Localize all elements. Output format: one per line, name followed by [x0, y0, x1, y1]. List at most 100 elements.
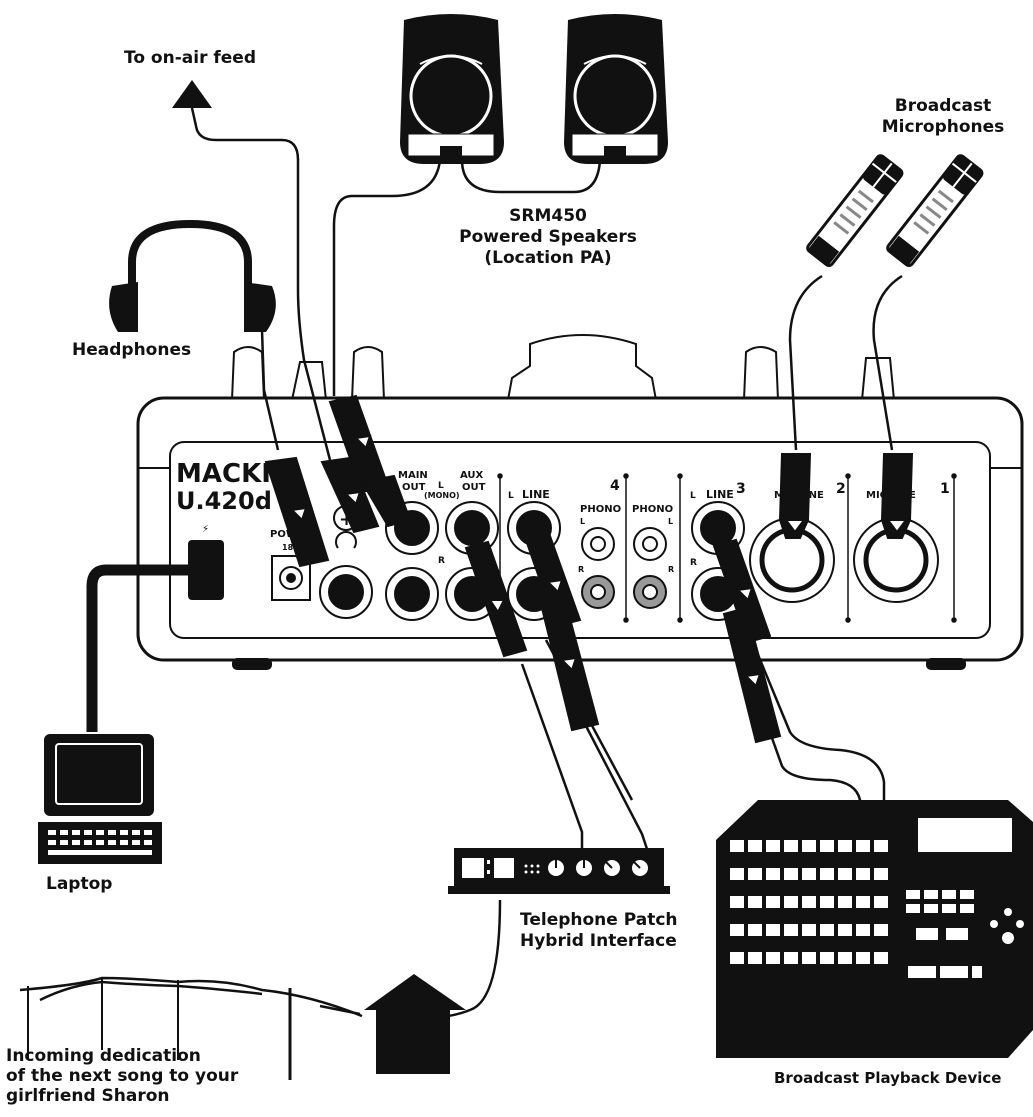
power-jack [271, 555, 311, 601]
line3-r-label: R [690, 558, 697, 568]
playback-key [802, 868, 816, 880]
main-out-label-2: OUT [402, 482, 426, 493]
line3-l-label: L [690, 491, 696, 501]
headphones-label: Headphones [72, 340, 192, 360]
dedication-label: Incoming dedication of the next song to … [6, 1046, 238, 1106]
playback-key [766, 896, 780, 908]
playback-key [802, 840, 816, 852]
ch2-label: 2 [836, 481, 846, 497]
speakers-label-line2: Powered Speakers [459, 227, 637, 247]
playback-key [784, 952, 798, 964]
main-l-label: L [438, 481, 444, 491]
quarter-inch-jacks [319, 501, 745, 621]
usb-port: ⚡ [188, 524, 224, 600]
line-l-label: L [508, 491, 514, 501]
playback-key [748, 952, 762, 964]
speakers-label-line1: SRM450 [509, 206, 587, 226]
playback-key [802, 952, 816, 964]
playback-key [766, 924, 780, 936]
microphones-label-line2: Microphones [881, 117, 1005, 137]
playback-key [766, 868, 780, 880]
playback-key [874, 840, 888, 852]
mono-label: (MONO) [424, 491, 460, 500]
playback-key [874, 924, 888, 936]
playback-key [766, 840, 780, 852]
playback-key [874, 896, 888, 908]
xlr-combo-jacks [749, 517, 939, 603]
playback-key [802, 924, 816, 936]
playback-key [766, 952, 780, 964]
line-label-left: LINE [522, 488, 550, 501]
on-air-arrow-icon [172, 80, 212, 108]
house-icon [364, 974, 466, 1074]
phono-l-2: L [668, 517, 673, 526]
playback-label: Broadcast Playback Device [774, 1069, 1002, 1087]
headphones-icon [109, 219, 276, 332]
playback-key [856, 868, 870, 880]
playback-key [820, 924, 834, 936]
microphone-1 [806, 154, 904, 268]
playback-key [856, 896, 870, 908]
playback-key [748, 840, 762, 852]
dedication-label-line2: of the next song to your [6, 1066, 239, 1086]
phono-label-1: PHONO [580, 504, 621, 515]
playback-key [820, 840, 834, 852]
ch1-label: 1 [940, 481, 950, 497]
playback-key [838, 896, 852, 908]
playback-key [856, 924, 870, 936]
phono-l-1: L [580, 517, 585, 526]
ch3-label: 3 [736, 481, 746, 497]
playback-key [748, 868, 762, 880]
cables [19, 107, 903, 1019]
dedication-label-line1: Incoming dedication [6, 1046, 201, 1066]
phono-r-1: R [578, 565, 584, 574]
playback-key [730, 896, 744, 908]
playback-key [784, 868, 798, 880]
microphone-2 [886, 154, 984, 268]
playback-key [730, 868, 744, 880]
on-air-label: To on-air feed [124, 48, 256, 68]
playback-key [838, 840, 852, 852]
playback-key [784, 840, 798, 852]
main-out-label: MAIN [398, 470, 428, 481]
playback-key [784, 924, 798, 936]
mixer-top-knobs [230, 334, 896, 401]
speakers-label: SRM450 Powered Speakers (Location PA) [448, 206, 648, 269]
line-label-right: LINE [706, 488, 734, 501]
hybrid-label-line2: Hybrid Interface [520, 931, 677, 951]
hybrid-label-line1: Telephone Patch [520, 910, 678, 930]
aux-out-label-2: OUT [462, 482, 486, 493]
playback-device [716, 800, 1033, 1058]
playback-key [856, 840, 870, 852]
playback-key [730, 952, 744, 964]
rca-phono-jacks [581, 527, 667, 609]
playback-key [730, 924, 744, 936]
svg-text:⚡: ⚡ [202, 524, 209, 535]
microphones-label-line1: Broadcast [894, 96, 992, 116]
playback-key [820, 952, 834, 964]
speaker-right [564, 14, 668, 164]
hybrid-label: Telephone Patch Hybrid Interface [520, 910, 678, 952]
phono-r-2: R [668, 565, 674, 574]
telephone-hybrid-device [448, 848, 670, 894]
playback-key [856, 952, 870, 964]
laptop-label: Laptop [46, 874, 113, 894]
playback-key [838, 952, 852, 964]
playback-key [802, 896, 816, 908]
playback-key [838, 868, 852, 880]
aux-out-label: AUX [460, 470, 484, 481]
playback-key [874, 952, 888, 964]
playback-key [748, 896, 762, 908]
playback-key [730, 840, 744, 852]
playback-key [820, 896, 834, 908]
speaker-left [400, 14, 504, 164]
playback-key [820, 868, 834, 880]
playback-key [748, 924, 762, 936]
telephone-poles [27, 978, 292, 1080]
laptop-icon [38, 734, 162, 864]
playback-key [784, 896, 798, 908]
mixer-model: U.420d [176, 487, 272, 515]
main-r-label: R [438, 556, 445, 566]
speakers-label-line3: (Location PA) [484, 248, 612, 268]
